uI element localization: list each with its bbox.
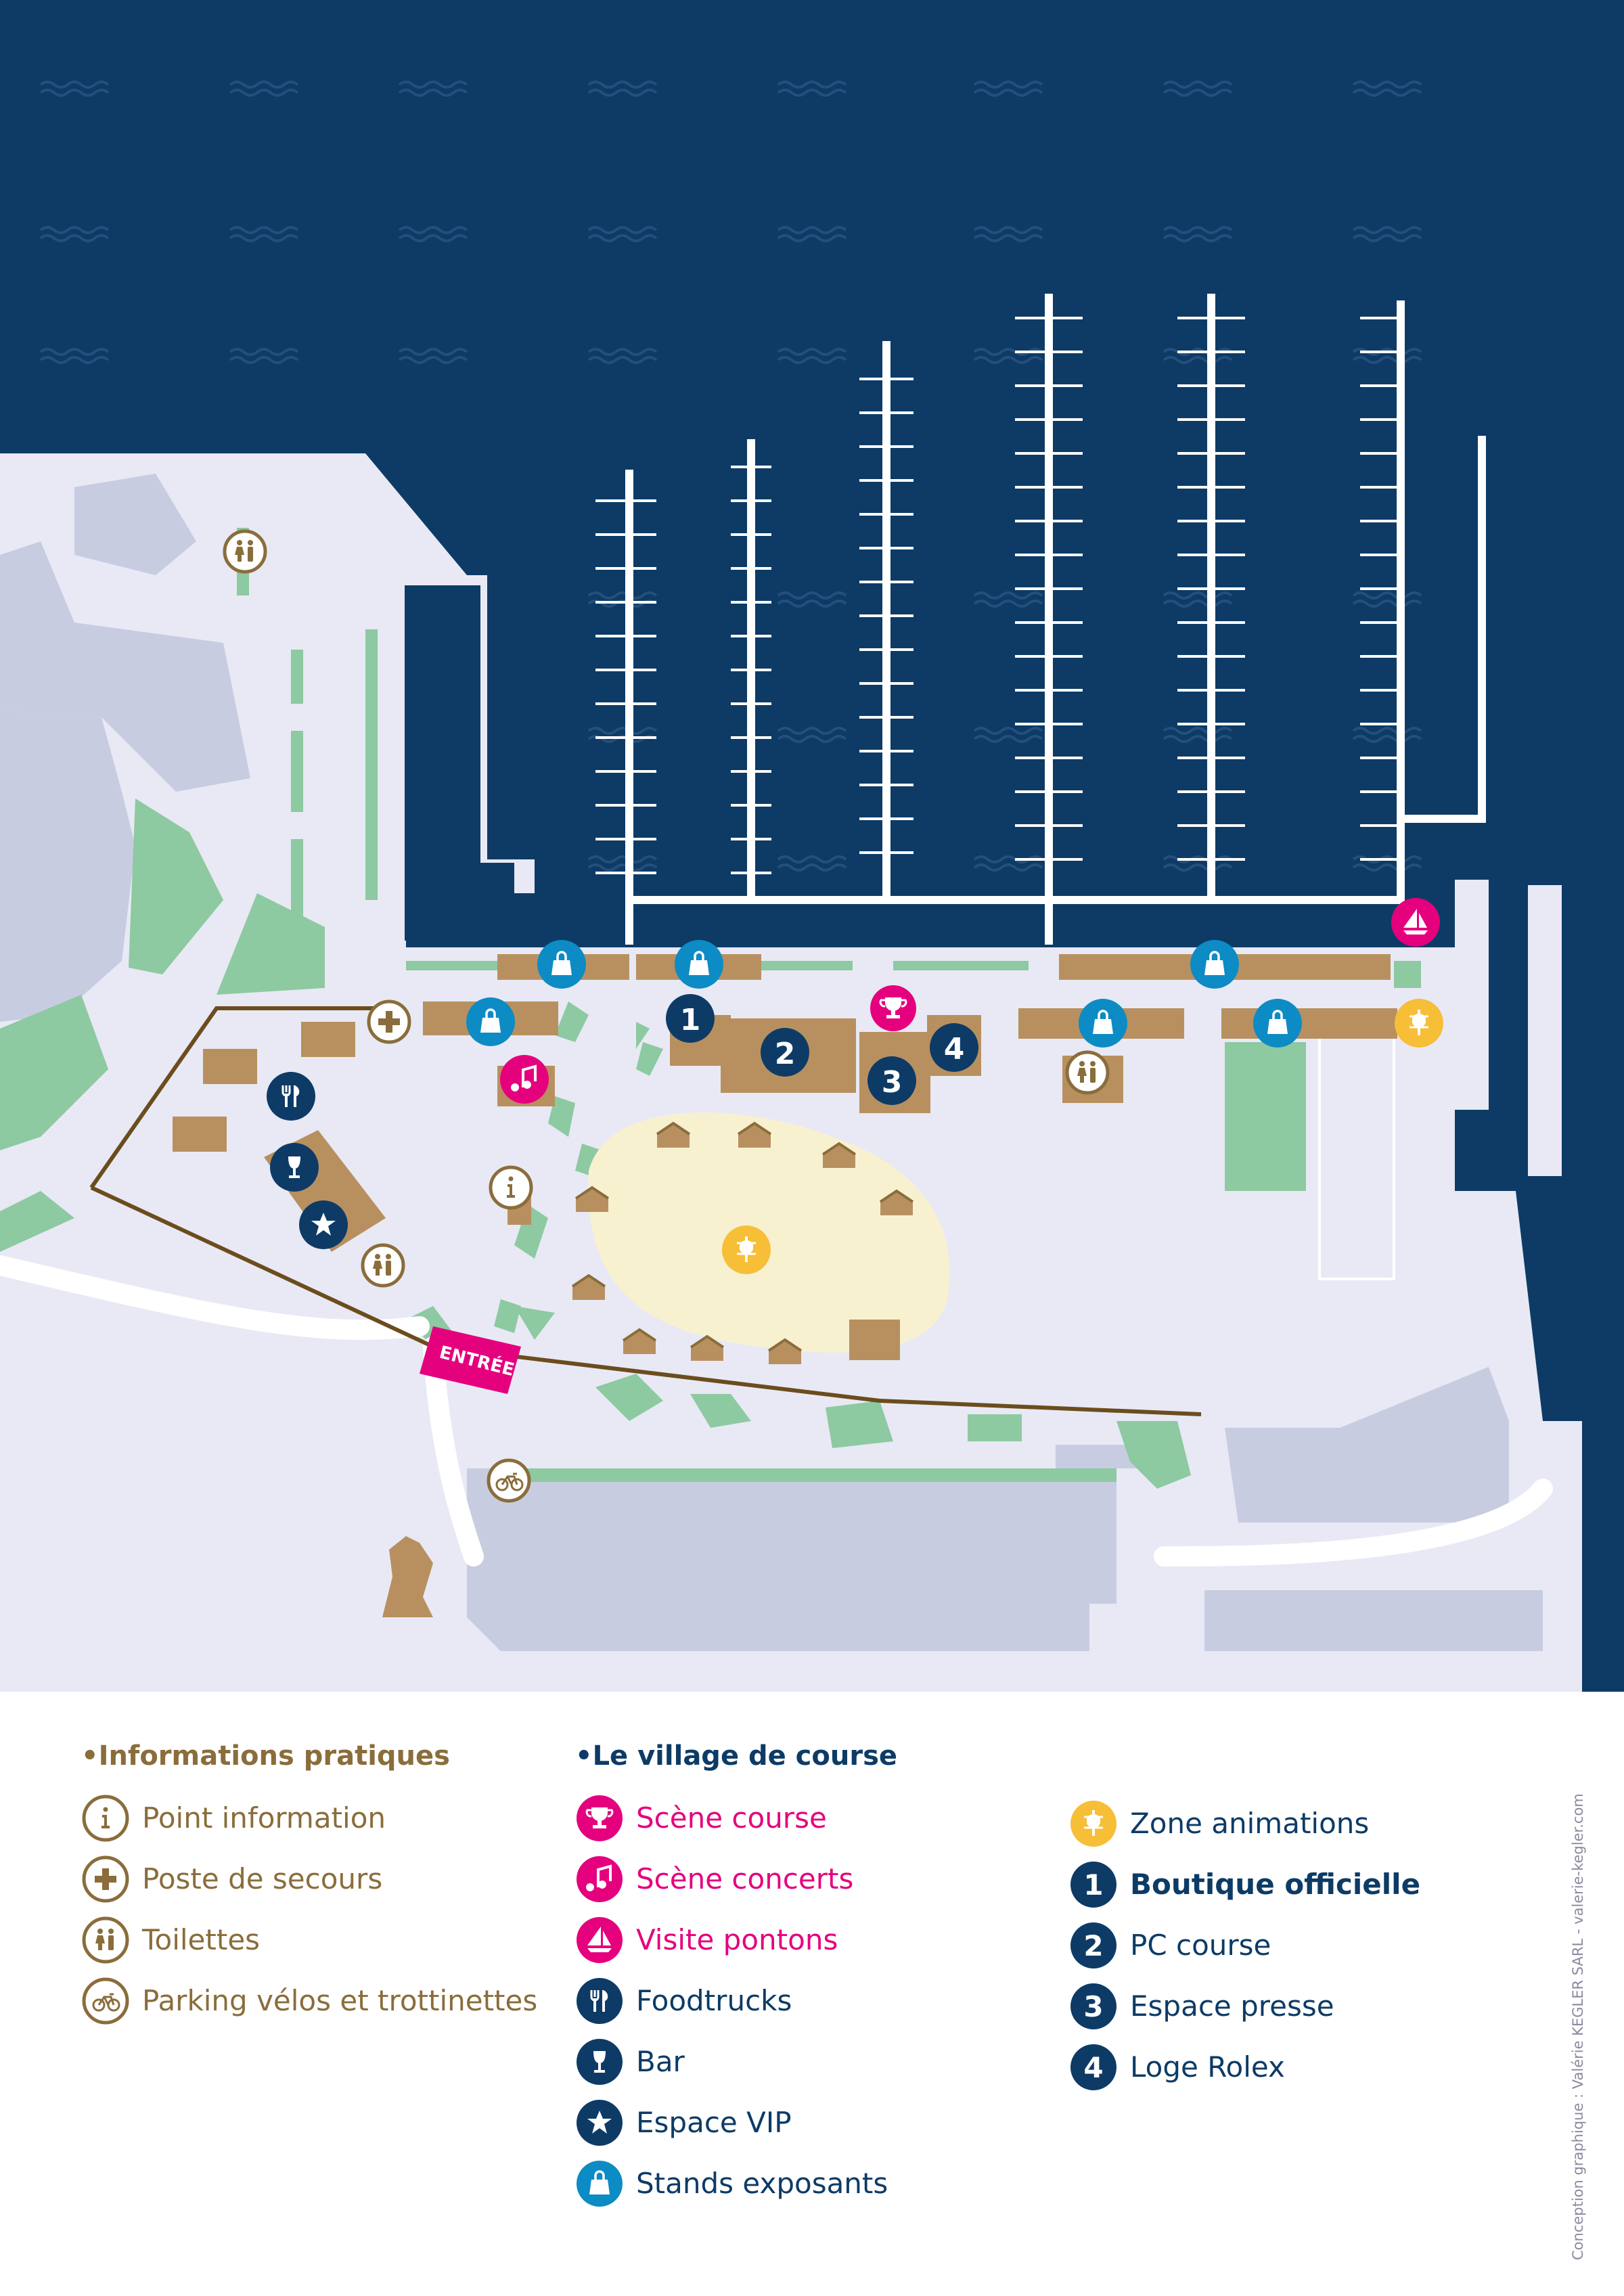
- green-spaces: [0, 528, 1421, 1489]
- jetty-right: [1528, 885, 1562, 1176]
- number-1-icon: 1: [1070, 1862, 1116, 1908]
- quay-right: [1455, 880, 1489, 1110]
- svg-text:3: 3: [1083, 1990, 1103, 2023]
- inner-basin: [405, 585, 514, 941]
- bike-icon: [82, 1977, 129, 2025]
- animation-icon: [1070, 1801, 1116, 1847]
- legend-item: Stands exposants: [575, 2153, 897, 2214]
- number-4-icon: 4: [1070, 2044, 1116, 2090]
- legend-heading-village: •Le village de course: [575, 1740, 898, 1772]
- legend-item: 4 Loge Rolex: [1069, 2037, 1420, 2098]
- building-top-left: [74, 474, 196, 575]
- legend-item: 1 Boutique officielle: [1069, 1854, 1420, 1915]
- legend-item: Bar: [575, 2031, 897, 2092]
- parking-right: [1318, 1034, 1395, 1280]
- svg-text:2: 2: [1083, 1929, 1103, 1962]
- legend-label: Foodtrucks: [636, 1984, 792, 2017]
- legend-label: Bar: [636, 2045, 685, 2078]
- statue-icon: [382, 1536, 433, 1617]
- map-markers: 1 2 3 4: [223, 529, 1443, 1503]
- legend-label: Visite pontons: [636, 1923, 838, 1956]
- legend-village-more: Zone animations 1 Boutique officielle 2 …: [1069, 1793, 1420, 2098]
- building-south-1: [467, 1468, 1116, 1651]
- legend-item: Point information: [81, 1788, 537, 1849]
- roads: [0, 1255, 1553, 1567]
- svg-text:4: 4: [1083, 2051, 1103, 2084]
- building-south-3: [1204, 1590, 1543, 1651]
- legend-label: Poste de secours: [142, 1862, 383, 1895]
- svg-text:1: 1: [1083, 1868, 1103, 1901]
- legend-label: Loge Rolex: [1130, 2050, 1285, 2084]
- bar-icon: [577, 2039, 623, 2085]
- svg-text:3: 3: [882, 1065, 903, 1100]
- trophy-icon: [577, 1795, 623, 1841]
- first-aid-icon: [82, 1855, 129, 1903]
- svg-text:2: 2: [775, 1037, 796, 1071]
- site-map: ENTRÉE 1 2 3 4: [0, 0, 1624, 1692]
- legend-item: 3 Espace presse: [1069, 1976, 1420, 2037]
- legend-label: Espace presse: [1130, 1989, 1334, 2023]
- legend-item: Foodtrucks: [575, 1971, 897, 2031]
- marker-number-2: [761, 1028, 809, 1077]
- foodtrucks-icon: [577, 1978, 623, 2024]
- legend-item: Espace VIP: [575, 2092, 897, 2153]
- info-icon: [82, 1795, 129, 1842]
- legend-label: PC course: [1130, 1929, 1271, 1962]
- svg-text:1: 1: [680, 1003, 701, 1037]
- event-perimeter: [89, 1006, 1202, 1416]
- legend-item: Poste de secours: [81, 1849, 537, 1910]
- foodtrucks: [173, 1022, 355, 1152]
- legend-item: Scène course: [575, 1788, 897, 1849]
- building-west-2: [0, 711, 135, 1022]
- marker-toilets-icon: [223, 529, 267, 574]
- marker-number-4: [930, 1023, 978, 1072]
- marker-foodtrucks-icon: [267, 1072, 315, 1121]
- legend-label: Zone animations: [1130, 1807, 1370, 1840]
- legend-item: 2 PC course: [1069, 1915, 1420, 1976]
- building-south-2: [1225, 1367, 1509, 1523]
- marker-toilets-icon: [1065, 1050, 1110, 1095]
- shopping-bag-icon: [577, 2161, 623, 2207]
- legend-village: •Le village de course Scène course Scène…: [575, 1739, 897, 2214]
- sailboat-icon: [577, 1917, 623, 1963]
- entrance: ENTRÉE: [420, 1326, 521, 1394]
- number-2-icon: 2: [1070, 1922, 1116, 1968]
- legend-item: Visite pontons: [575, 1910, 897, 1971]
- legend-label: Scène course: [636, 1801, 827, 1834]
- star-icon: [577, 2100, 623, 2146]
- marker-toilets-icon: [361, 1243, 405, 1288]
- pontoon-fingers: [595, 317, 1401, 874]
- legend-label: Stands exposants: [636, 2167, 888, 2200]
- legend-label: Scène concerts: [636, 1862, 854, 1895]
- legend-label: Boutique officielle: [1130, 1868, 1421, 1901]
- music-icon: [577, 1856, 623, 1902]
- legend-practical: •Informations pratiques Point informatio…: [81, 1739, 537, 2031]
- plaza-bench: [849, 1320, 900, 1360]
- legend-label: Toilettes: [142, 1923, 261, 1956]
- pontoons: [625, 294, 1486, 945]
- number-3-icon: 3: [1070, 1983, 1116, 2029]
- legend-item: Scène concerts: [575, 1849, 897, 1910]
- svg-text:4: 4: [944, 1032, 965, 1066]
- legend-label: Parking vélos et trottinettes: [142, 1984, 538, 2017]
- central-plaza: [588, 1112, 950, 1353]
- legend-item: Parking vélos et trottinettes: [81, 1971, 537, 2031]
- legend-label: Espace VIP: [636, 2106, 792, 2139]
- legend-item: Zone animations: [1069, 1793, 1420, 1854]
- building-west-1: [0, 541, 250, 792]
- marker-number-3: [867, 1056, 916, 1105]
- kiosk-building: [1056, 1445, 1137, 1468]
- design-credit: Conception graphique : Valérie KEGLER SA…: [1570, 1793, 1586, 2260]
- marker-number-1: [666, 994, 715, 1043]
- legend-item: Toilettes: [81, 1910, 537, 1971]
- legend-label: Point information: [142, 1801, 386, 1834]
- toilets-icon: [82, 1916, 129, 1964]
- legend-heading-practical: •Informations pratiques: [81, 1740, 450, 1772]
